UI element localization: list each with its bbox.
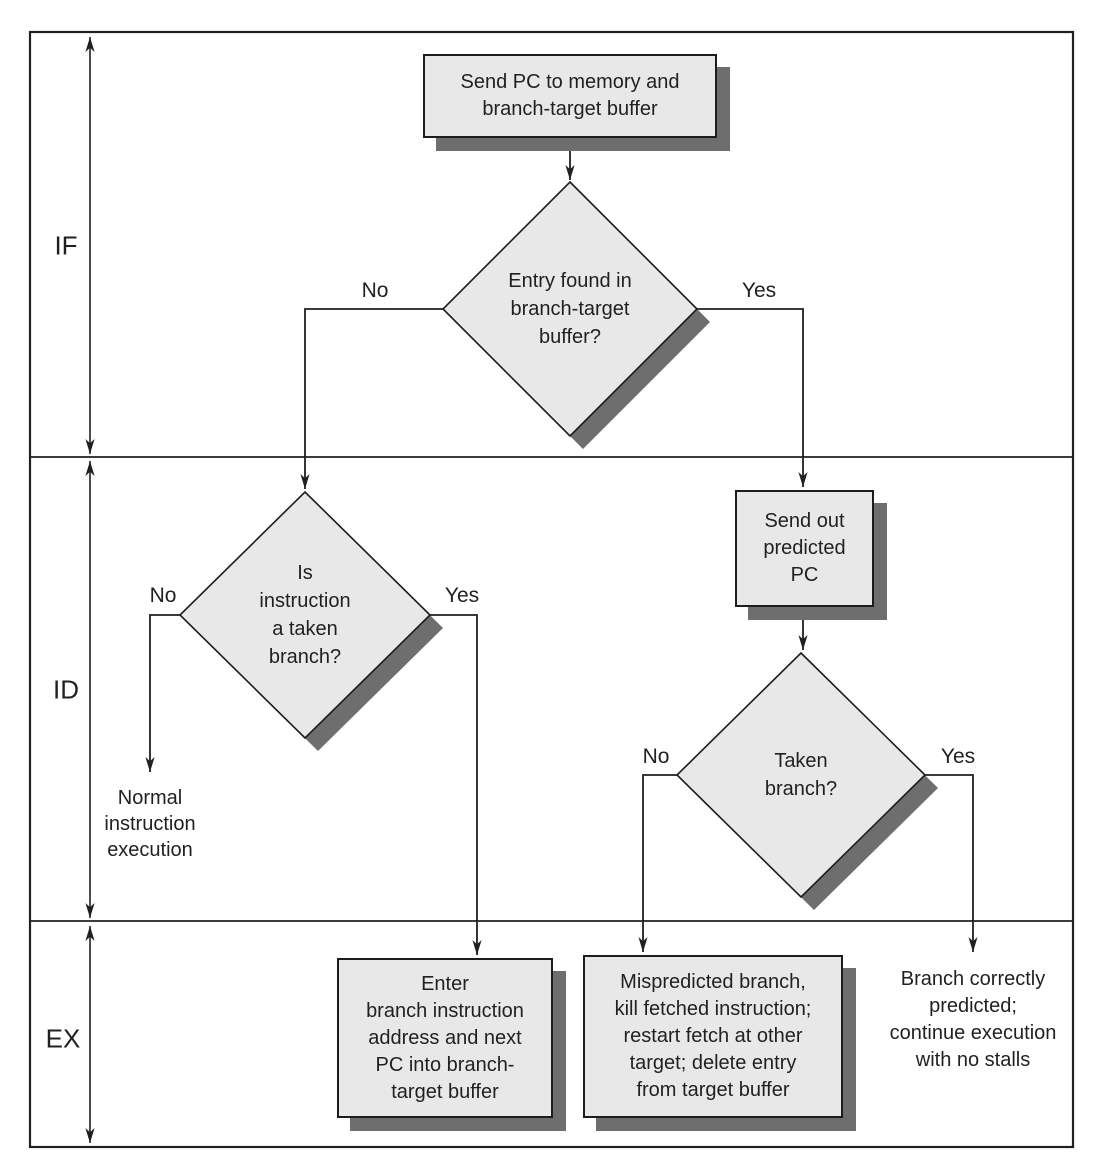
edge-takenbranch-yes bbox=[925, 774, 978, 952]
edge-takenbranch-no bbox=[638, 774, 677, 952]
diamond-is-taken-shape bbox=[178, 490, 432, 740]
process-box-send-predicted-pc: Send out predicted PC bbox=[735, 490, 874, 607]
edge-istaken-yes bbox=[430, 614, 482, 955]
diamond-taken-branch-shape bbox=[675, 651, 927, 899]
branch-label-no-entry-found: No bbox=[361, 279, 389, 302]
branch-label-yes-taken-branch: Yes bbox=[940, 745, 976, 768]
edge-entryfound-no bbox=[300, 308, 443, 489]
text-correctly-predicted: Branch correctly predicted; continue exe… bbox=[889, 968, 1057, 1071]
outer-border bbox=[28, 30, 1075, 1149]
process-box-mispredicted-text: Mispredicted branch, kill fetched instru… bbox=[614, 971, 812, 1101]
stage-label-if: IF bbox=[54, 230, 78, 261]
edge-istaken-no bbox=[145, 614, 180, 772]
edge-entryfound-yes bbox=[697, 308, 808, 487]
diamond-entry-found-text: Entry found in branch-target buffer? bbox=[508, 270, 632, 348]
diamond-is-taken-text: Is instruction a taken branch? bbox=[259, 562, 351, 668]
process-box-enter-branch: Enter branch instruction address and nex… bbox=[337, 958, 553, 1118]
process-box-send-predicted-pc-text: Send out predicted PC bbox=[763, 510, 846, 586]
text-normal-execution: Normal instruction execution bbox=[104, 787, 196, 861]
process-box-mispredicted: Mispredicted branch, kill fetched instru… bbox=[583, 955, 843, 1118]
branch-label-no-taken-branch: No bbox=[642, 745, 670, 768]
diamond-taken-branch-text: Taken branch? bbox=[764, 750, 838, 800]
stage-label-id: ID bbox=[53, 674, 79, 705]
diamond-entry-found-shape bbox=[441, 180, 699, 438]
process-box-send-pc: Send PC to memory and branch-target buff… bbox=[423, 54, 717, 138]
process-box-enter-branch-text: Enter branch instruction address and nex… bbox=[366, 972, 524, 1103]
branch-label-no-is-taken: No bbox=[149, 584, 177, 607]
branch-label-yes-is-taken: Yes bbox=[444, 584, 480, 607]
process-box-send-pc-text: Send PC to memory and branch-target buff… bbox=[460, 71, 680, 120]
stage-label-ex: EX bbox=[45, 1023, 81, 1054]
branch-label-yes-entry-found: Yes bbox=[741, 279, 777, 302]
